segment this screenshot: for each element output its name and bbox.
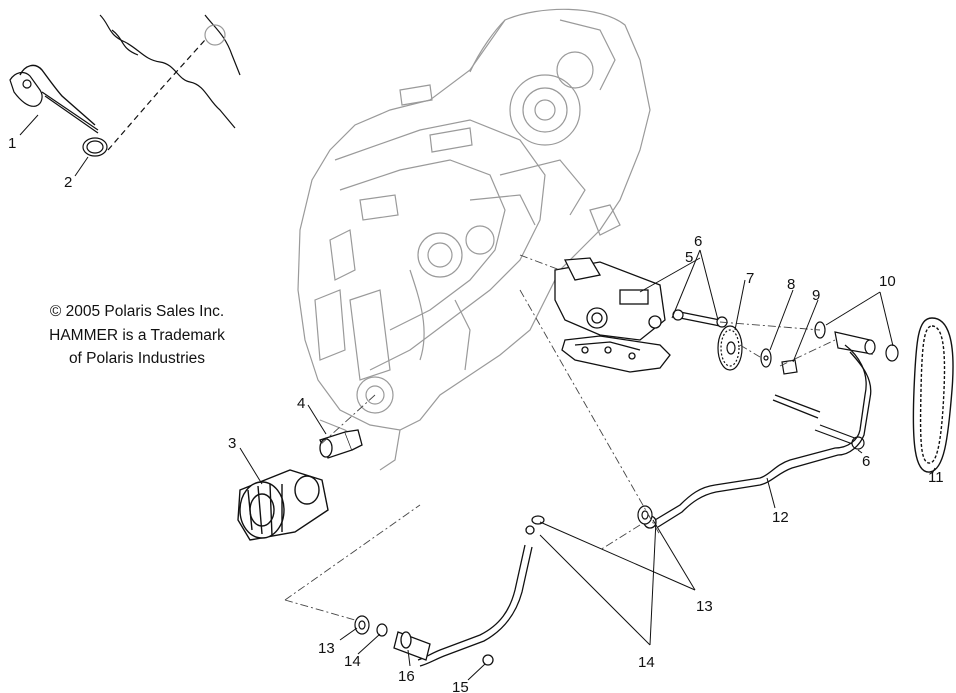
callout-1: 1 [8, 135, 16, 152]
callout-5: 5 [685, 249, 693, 266]
callout-3: 3 [228, 435, 236, 452]
callout-13-right: 13 [696, 598, 713, 615]
callout-4: 4 [297, 395, 305, 412]
copyright-line-2: HAMMER is a Trademark [49, 327, 225, 344]
leader-lines [19, 114, 936, 681]
centerlines [284, 254, 836, 621]
callout-14-right: 14 [638, 654, 655, 671]
oil-pump-chain [912, 317, 954, 473]
copyright-line-3: of Polaris Industries [68, 350, 206, 367]
callout-14-left: 14 [344, 653, 361, 670]
filter-fitting [319, 429, 363, 459]
oil-pump-assembly [554, 257, 671, 373]
oil-pump-sprocket [717, 325, 743, 371]
lower-oil-tube [393, 525, 535, 667]
callout-10: 10 [879, 273, 896, 290]
oil-tube [643, 344, 872, 529]
callout-7: 7 [746, 270, 754, 287]
callout-8: 8 [787, 276, 795, 293]
callout-11: 11 [928, 469, 944, 486]
dipstick-inset [9, 14, 241, 157]
washer-and-nut [760, 348, 798, 375]
engine-block-outline [297, 8, 651, 471]
callout-13-left: 13 [318, 640, 335, 657]
pump-bolts [672, 309, 865, 450]
callout-6-upper: 6 [694, 233, 702, 250]
oil-filter [237, 469, 329, 541]
callout-15: 15 [452, 679, 469, 693]
callout-6-lower: 6 [862, 453, 870, 470]
o-rings-and-fitting [814, 321, 899, 362]
callout-16: 16 [398, 668, 415, 685]
callout-12: 12 [772, 509, 789, 526]
callout-9: 9 [812, 287, 820, 304]
lower-washers [354, 505, 653, 637]
copyright-line-1: © 2005 Polaris Sales Inc. [49, 303, 225, 320]
callout-2: 2 [64, 174, 72, 191]
